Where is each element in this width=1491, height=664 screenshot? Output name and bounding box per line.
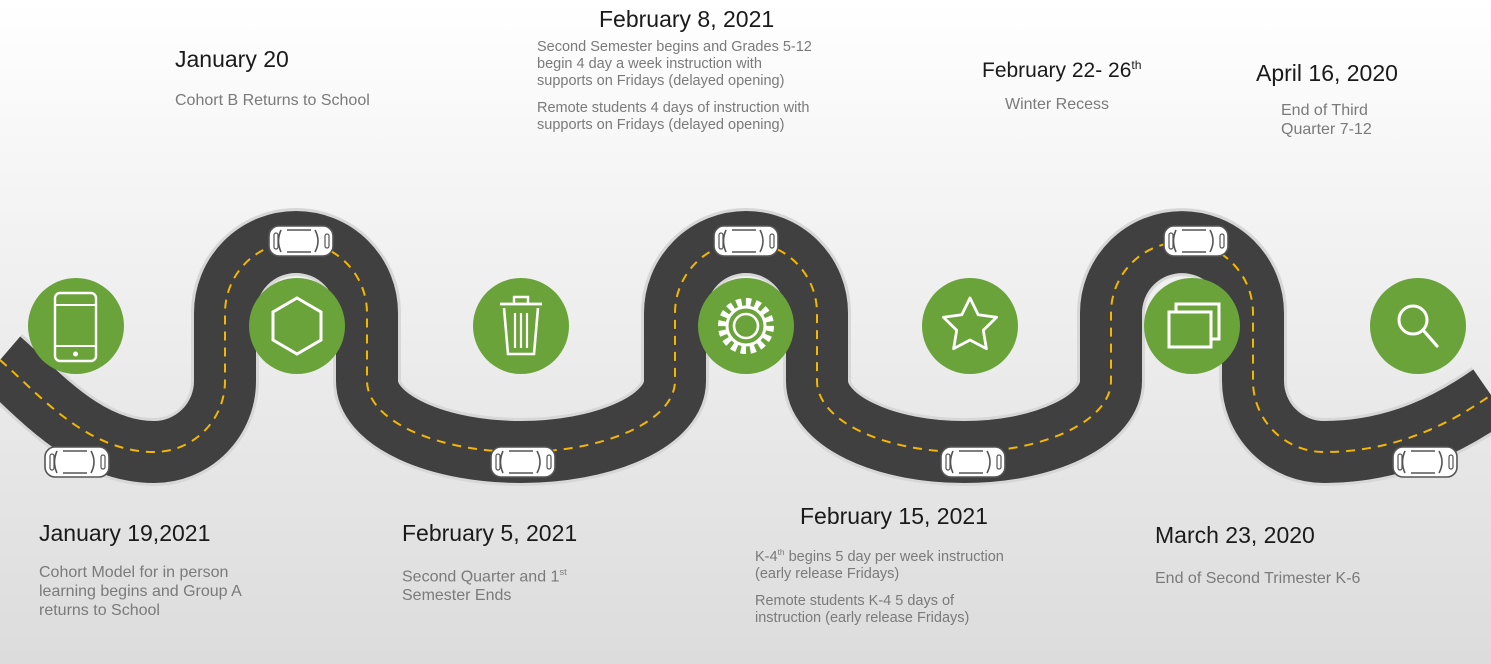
milestone-description: Cohort Model for in person learning begi… [39,564,242,619]
milestone-title: February 5, 2021 [402,520,578,546]
milestone-jan-20: January 20 Cohort B Returns to School [175,46,370,110]
milestone-description: Cohort B Returns to School [175,92,370,109]
search-icon [1370,278,1466,374]
car-icon [44,446,110,478]
milestone-title: January 19,2021 [39,520,211,546]
milestone-title: February 8, 2021 [599,6,775,32]
milestone-description: Second Quarter and 1st Semester Ends [402,567,567,605]
milestone-description: Second Semester begins and Grades 5-12 b… [537,39,812,133]
lane-divider [0,241,1491,454]
windows-icon [1144,278,1240,374]
milestone-title: January 20 [175,46,289,72]
car-icon [940,446,1006,478]
car-icon [713,225,779,257]
car-icon [268,225,334,257]
milestone-feb-15: February 15, 2021 K-4th begins 5 day per… [755,503,1004,627]
milestone-title: April 16, 2020 [1256,60,1398,86]
star-icon [922,278,1018,374]
milestone-description: End of Third Quarter 7-12 [1281,102,1372,138]
car-icon [1163,225,1229,257]
car-icon [1392,446,1458,478]
milestone-title: February 22- 26th [982,58,1142,82]
car-icon [490,446,556,478]
tablet-icon [28,278,124,374]
milestone-title: February 15, 2021 [800,503,988,529]
milestone-description: K-4th begins 5 day per week instruction … [755,547,1004,626]
milestone-description: End of Second Trimester K-6 [1155,570,1361,587]
hexagon-icon [249,278,345,374]
gear-icon [698,278,794,374]
milestone-jan-19: January 19,2021 Cohort Model for in pers… [39,520,242,620]
milestone-feb-8: February 8, 2021 Second Semester begins … [537,6,812,134]
milestone-title: March 23, 2020 [1155,522,1315,548]
milestone-feb-22-26: February 22- 26th Winter Recess [982,58,1142,114]
milestone-apr-16: April 16, 2020 End of Third Quarter 7-12 [1256,60,1398,139]
milestone-feb-5: February 5, 2021 Second Quarter and 1st … [402,520,577,605]
trash-icon [473,278,569,374]
milestone-description: Winter Recess [1005,96,1110,113]
milestone-mar-23: March 23, 2020 End of Second Trimester K… [1155,522,1360,588]
